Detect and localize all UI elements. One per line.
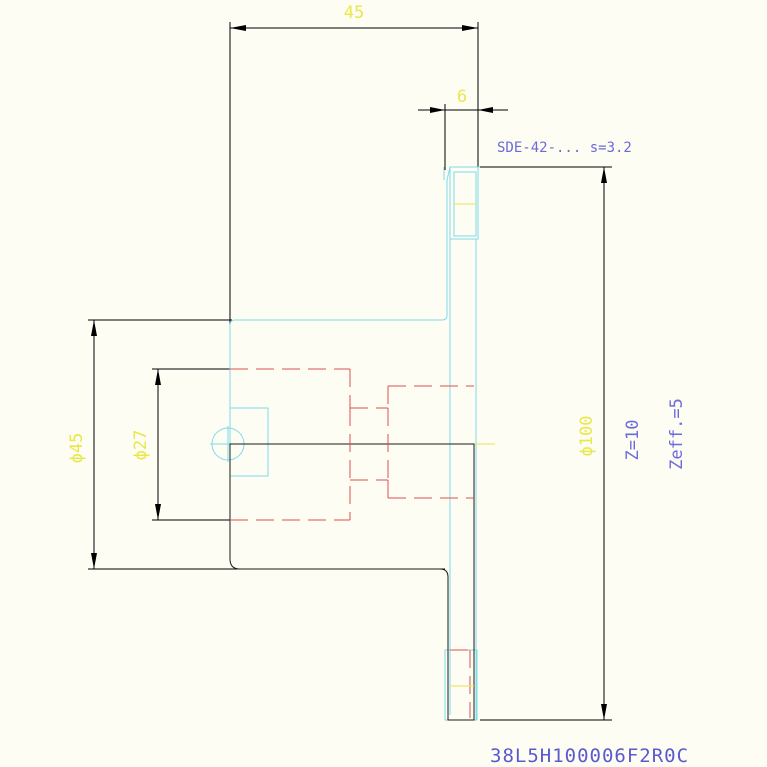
dimension-dia-27: ϕ27 <box>131 368 232 521</box>
dimension-6-width: 6 <box>418 87 508 170</box>
part-code: 38L5H100006F2R0C <box>490 745 689 767</box>
dimension-45-width: 45 <box>229 3 479 325</box>
section-outline-upper <box>229 166 480 721</box>
dimension-6-label: 6 <box>457 87 467 107</box>
effective-teeth-note: Zeff.=5 <box>667 398 687 470</box>
teeth-count-note: Z=10 <box>623 420 643 461</box>
dimension-45-label: 45 <box>344 3 364 23</box>
hidden-bore-lines <box>230 368 474 718</box>
dimension-dia-27-label: ϕ27 <box>131 430 151 461</box>
dimension-dia-45-label: ϕ45 <box>67 433 87 464</box>
section-outline-lower <box>229 443 475 721</box>
sde-note: SDE-42-... s=3.2 <box>497 140 632 156</box>
dimension-dia-100-label: ϕ100 <box>577 416 597 457</box>
dimension-dia-100: ϕ100 <box>480 166 612 721</box>
